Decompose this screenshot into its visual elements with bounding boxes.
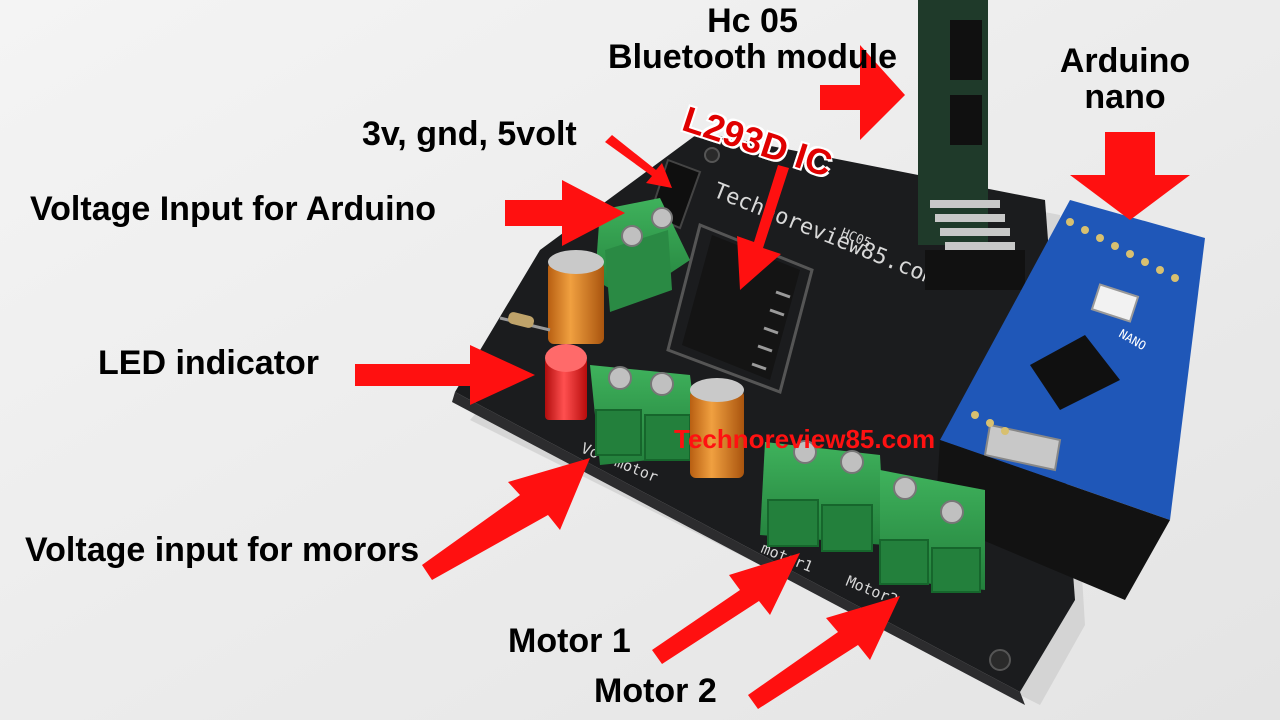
label-arduino-nano: Arduino nano: [1040, 42, 1210, 116]
label-voltage-input-motors: Voltage input for morors: [25, 531, 420, 569]
bt-socket: [925, 250, 1025, 290]
arrow-l293d: [737, 165, 789, 290]
label-hc05-line2: Bluetooth module: [608, 37, 897, 76]
watermark: Technoreview85.com: [674, 424, 936, 454]
arrow-arduino-nano: [1070, 132, 1190, 220]
capacitor-left: [548, 250, 604, 344]
nano-black-base: [935, 440, 1170, 600]
terminal-motor-voltage: [590, 365, 700, 465]
arrow-motor2: [748, 596, 900, 709]
resistor: [499, 312, 551, 332]
arrow-motor1: [652, 553, 800, 664]
arrow-power-pins: [605, 135, 672, 188]
arrow-voltage-arduino: [505, 180, 625, 246]
terminal-arduino-input: [595, 198, 690, 312]
mount-hole: [704, 147, 720, 163]
label-motor2: Motor 2: [594, 672, 717, 710]
label-led-indicator: LED indicator: [98, 344, 320, 382]
capacitor-right: [690, 378, 744, 478]
led: [545, 344, 587, 420]
terminal-motor2: [879, 470, 985, 593]
nano-pin-row: [971, 218, 1179, 435]
arrows: [355, 45, 1190, 709]
arrow-motor-voltage: [422, 458, 590, 580]
mount-hole: [989, 649, 1011, 671]
ic-pins: [751, 290, 791, 371]
nano-chip: [1030, 335, 1120, 410]
arrow-bluetooth: [820, 45, 905, 140]
label-arduino-line1: Arduino: [1059, 42, 1191, 80]
terminal-motor1: [760, 440, 885, 552]
nano-reset-button: [1090, 283, 1140, 323]
label-hc05-line1: Hc 05: [707, 2, 798, 40]
bluetooth-chip: [950, 20, 982, 80]
label-motor1: Motor 1: [508, 622, 631, 660]
label-voltage-input-arduino: Voltage Input for Arduino: [30, 190, 437, 228]
usb-connector: [983, 423, 1062, 472]
label-hc05: Hc 05 Bluetooth module: [580, 2, 925, 76]
label-power-pins: 3v, gnd, 5volt: [362, 115, 577, 153]
bluetooth-chip: [950, 95, 982, 145]
bluetooth-header-pins: [930, 200, 1015, 250]
label-arduino-line2: nano: [1084, 77, 1166, 116]
arrow-led: [355, 345, 535, 405]
l293d-chip: [682, 235, 800, 380]
